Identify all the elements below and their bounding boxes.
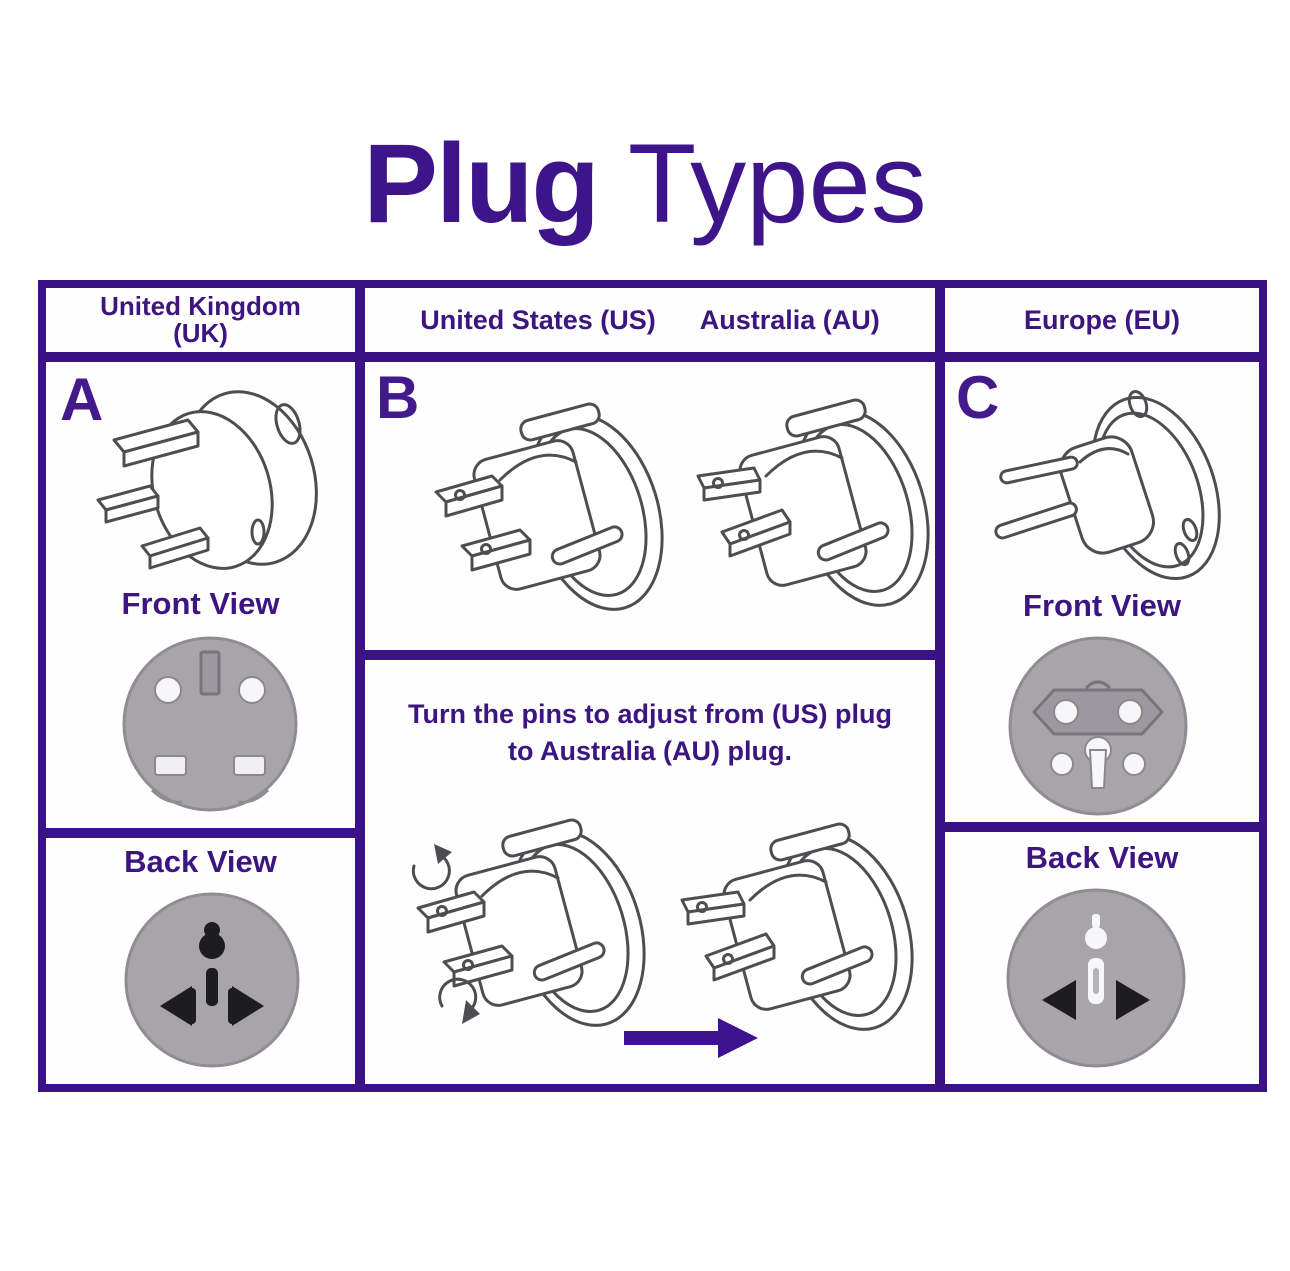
uk-row-divider: [46, 828, 355, 838]
eu-back-view-label: Back View: [1025, 840, 1179, 875]
header-us-au: United States (US) Australia (AU): [365, 288, 935, 352]
header-united-kingdom: United Kingdom (UK): [46, 288, 355, 352]
mid-row-divider: [365, 650, 935, 660]
uk-plug-drawing: [96, 390, 318, 570]
eu-row-divider: [945, 822, 1259, 832]
au-plug-drawing: [696, 392, 944, 624]
us-plug-drawing: [434, 396, 678, 628]
eu-plug-drawing: [994, 389, 1221, 581]
eu-front-socket-icon: [1008, 636, 1188, 816]
header-europe: Europe (EU): [945, 288, 1259, 352]
header-uk-line2: (UK): [173, 318, 228, 348]
uk-front-view-label: Front View: [121, 586, 280, 621]
header-eu-label: Europe (EU): [1023, 304, 1180, 335]
eu-front-view-label: Front View: [1023, 588, 1181, 623]
title-word-types: Types: [627, 120, 927, 246]
uk-back-view-label: Back View: [124, 844, 277, 879]
uk-front-socket-icon: [122, 636, 298, 812]
adjust-note-line1: Turn the pins to adjust from (US) plug: [408, 699, 892, 729]
header-divider: [46, 352, 1259, 362]
us-plug-rotating-pins-drawing: [411, 812, 658, 1044]
type-letter-a: A: [60, 366, 104, 433]
type-letter-b: B: [376, 364, 420, 431]
column-divider-2: [935, 288, 945, 1084]
adjust-note-line2: to Australia (AU) plug.: [508, 736, 792, 766]
page-title: Plug Types: [0, 108, 1290, 258]
title-word-plug: Plug: [363, 120, 600, 246]
column-divider-1: [355, 288, 365, 1084]
header-united-states: United States (US): [420, 304, 656, 335]
eu-back-socket-icon: [1006, 888, 1186, 1068]
type-letter-c: C: [956, 364, 1000, 431]
uk-back-socket-icon: [124, 892, 300, 1068]
plug-types-table: United Kingdom (UK) United States (US) A…: [38, 280, 1267, 1092]
header-australia: Australia (AU): [699, 304, 880, 335]
header-uk-line1: United Kingdom: [100, 291, 301, 322]
right-arrow-icon: [624, 1018, 758, 1058]
